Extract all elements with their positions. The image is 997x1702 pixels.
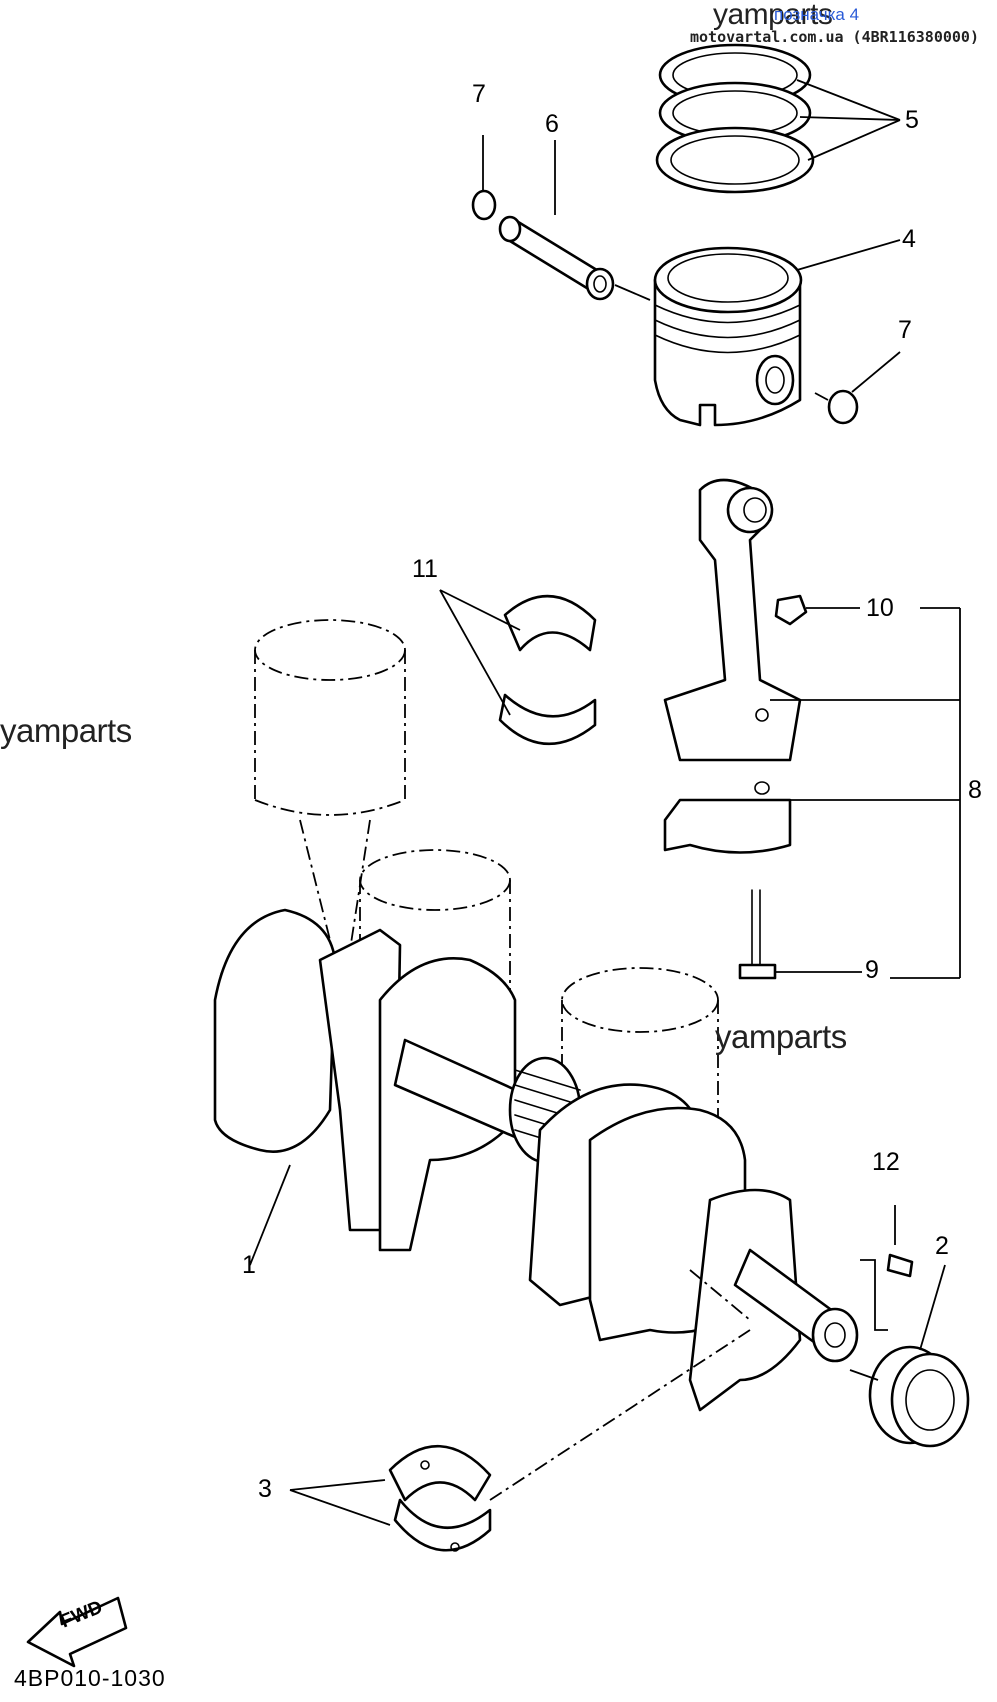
- conrod-nut: [774, 594, 808, 626]
- callout-8: 8: [968, 776, 982, 804]
- crankshaft: [213, 908, 859, 1412]
- circlip-lower: [827, 389, 859, 425]
- callout-4: 4: [902, 225, 916, 253]
- source-url: motovartal.com.ua (4BR116380000): [690, 28, 979, 46]
- connecting-rod: [663, 478, 802, 980]
- oil-seal: [868, 1345, 970, 1448]
- callout-5: 5: [905, 106, 919, 134]
- circlip-upper: [471, 189, 497, 221]
- callout-7-upper: 7: [472, 80, 486, 108]
- callout-9: 9: [865, 956, 879, 984]
- diagram-code: 4BP010-1030: [14, 1665, 166, 1691]
- conrod-bearings: [498, 594, 597, 746]
- watermark-left: yamparts: [0, 712, 132, 749]
- callout-10: 10: [866, 594, 894, 622]
- piston: [653, 246, 803, 427]
- callout-6: 6: [545, 110, 559, 138]
- callout-3: 3: [258, 1475, 272, 1503]
- callout-2: 2: [935, 1232, 949, 1260]
- watermark-top: yamparts: [713, 0, 833, 31]
- callout-11: 11: [412, 555, 438, 583]
- woodruff-key: [886, 1253, 914, 1278]
- marker-link[interactable]: позначка 4: [774, 5, 860, 24]
- callout-12: 12: [872, 1148, 900, 1176]
- fwd-arrow-icon: [26, 1596, 128, 1668]
- piston-pin: [498, 215, 651, 301]
- watermark-middle: yamparts: [715, 1018, 847, 1055]
- piston-rings: [655, 43, 815, 194]
- main-bearings: [388, 1444, 492, 1552]
- callout-7-lower: 7: [898, 316, 912, 344]
- leader-lines: [249, 79, 961, 1526]
- callout-1: 1: [242, 1251, 256, 1279]
